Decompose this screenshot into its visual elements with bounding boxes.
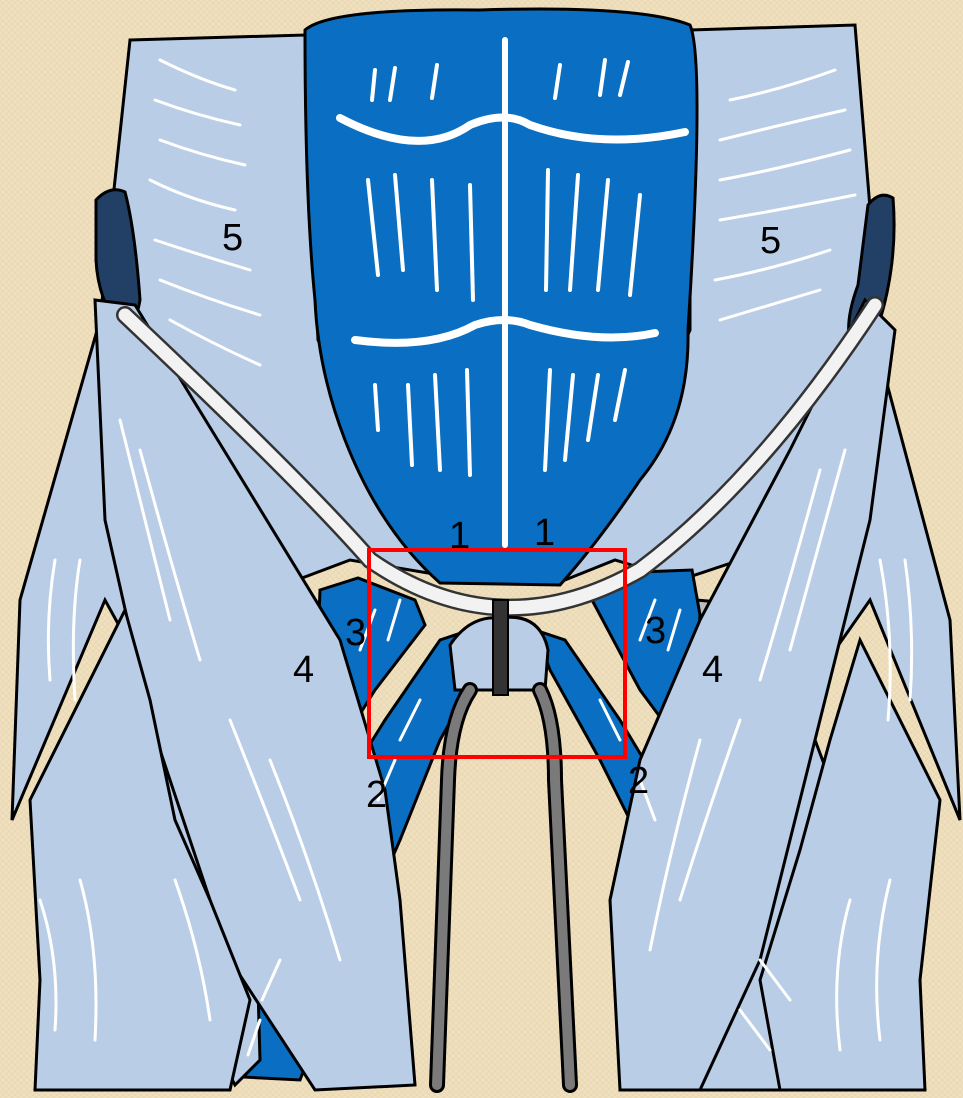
label-lower-right: 2 bbox=[628, 760, 649, 802]
label-bar-right: 4 bbox=[702, 649, 723, 691]
label-inner-right: 3 bbox=[645, 610, 666, 652]
central-dark-bar bbox=[493, 600, 508, 695]
label-outer-left: 5 bbox=[222, 217, 243, 259]
label-bar-left: 4 bbox=[293, 649, 314, 691]
label-outer-right: 5 bbox=[760, 220, 781, 262]
label-inner-left: 3 bbox=[345, 612, 366, 654]
label-rectus-left: 1 bbox=[449, 515, 470, 557]
label-lower-left: 2 bbox=[366, 774, 387, 816]
label-rectus-right: 1 bbox=[534, 512, 555, 554]
